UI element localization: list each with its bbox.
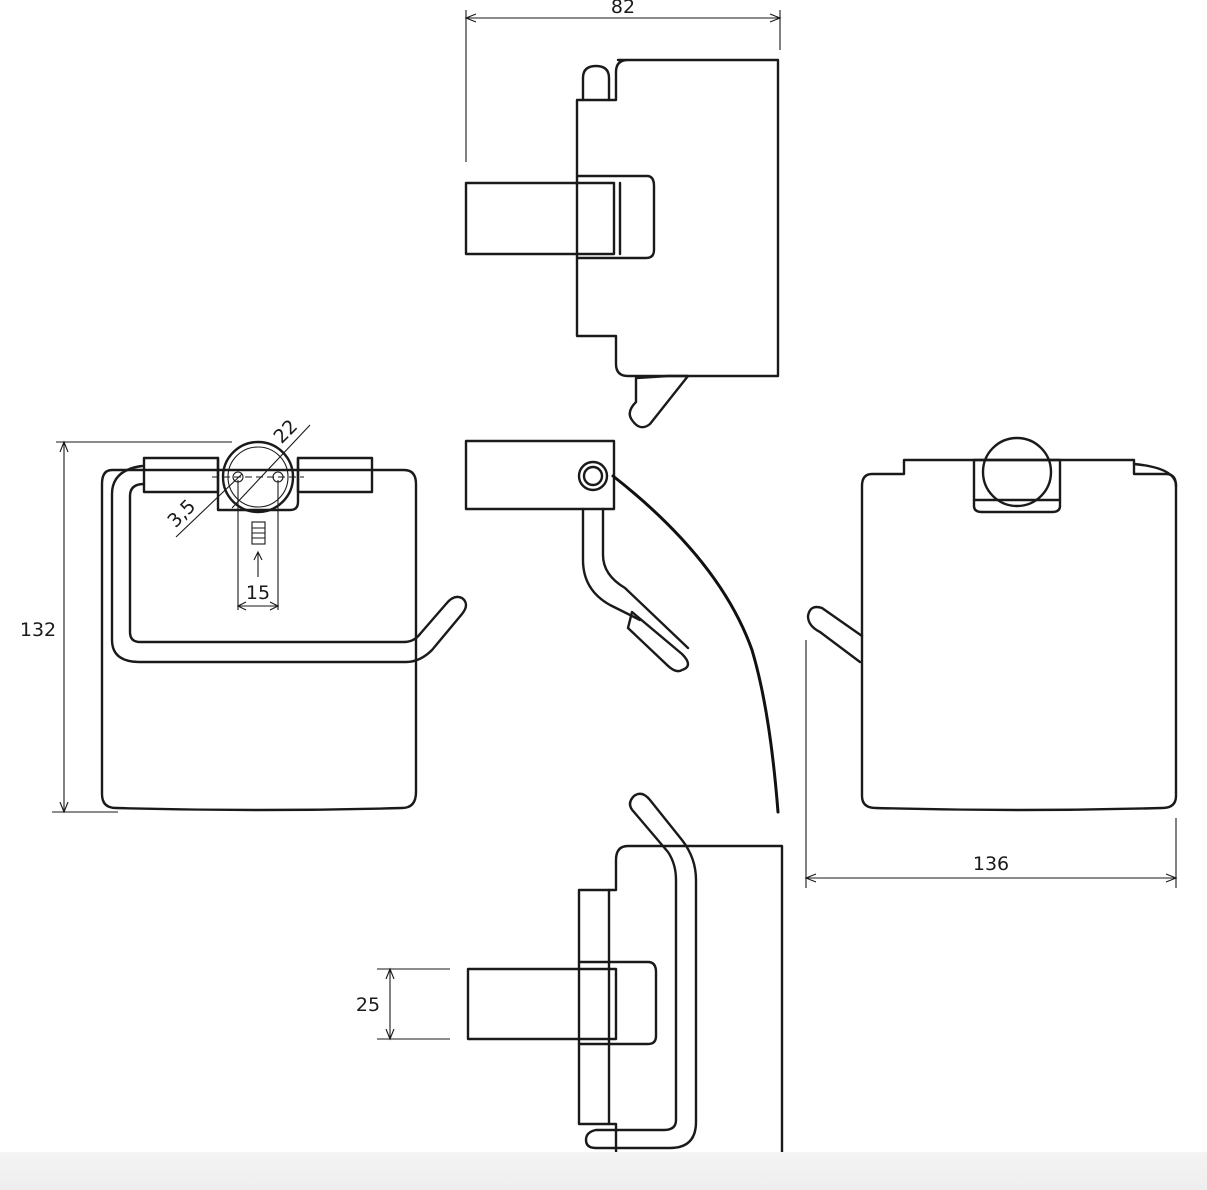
dimension-roll-thickness: 25 (356, 967, 450, 1041)
right-back-view (806, 436, 1178, 812)
middle-top-view (464, 439, 780, 814)
bottom-fade-bar (0, 1152, 1207, 1190)
dimension-hole-spacing: 15 (236, 480, 280, 611)
dim-label-136: 136 (973, 853, 1009, 875)
dimension-width-right: 136 (804, 640, 1178, 888)
right-mounting-disc (981, 436, 1053, 508)
middle-knurled-grip (464, 439, 616, 511)
dim-label-82: 82 (611, 0, 635, 18)
dim-label-15: 15 (246, 582, 270, 604)
left-front-view (100, 424, 468, 812)
dim-label-3-5: 3,5 (163, 495, 200, 532)
top-knurled-grip (464, 181, 616, 256)
dimension-width-top: 82 (464, 0, 782, 162)
top-side-view (464, 58, 780, 429)
dim-label-132: 132 (20, 619, 56, 641)
dim-label-25: 25 (356, 994, 380, 1016)
dimension-height-left: 132 (20, 440, 232, 814)
bottom-side-view (466, 792, 784, 1164)
bottom-knurled-grip (466, 967, 618, 1041)
dim-label-22: 22 (269, 415, 302, 448)
